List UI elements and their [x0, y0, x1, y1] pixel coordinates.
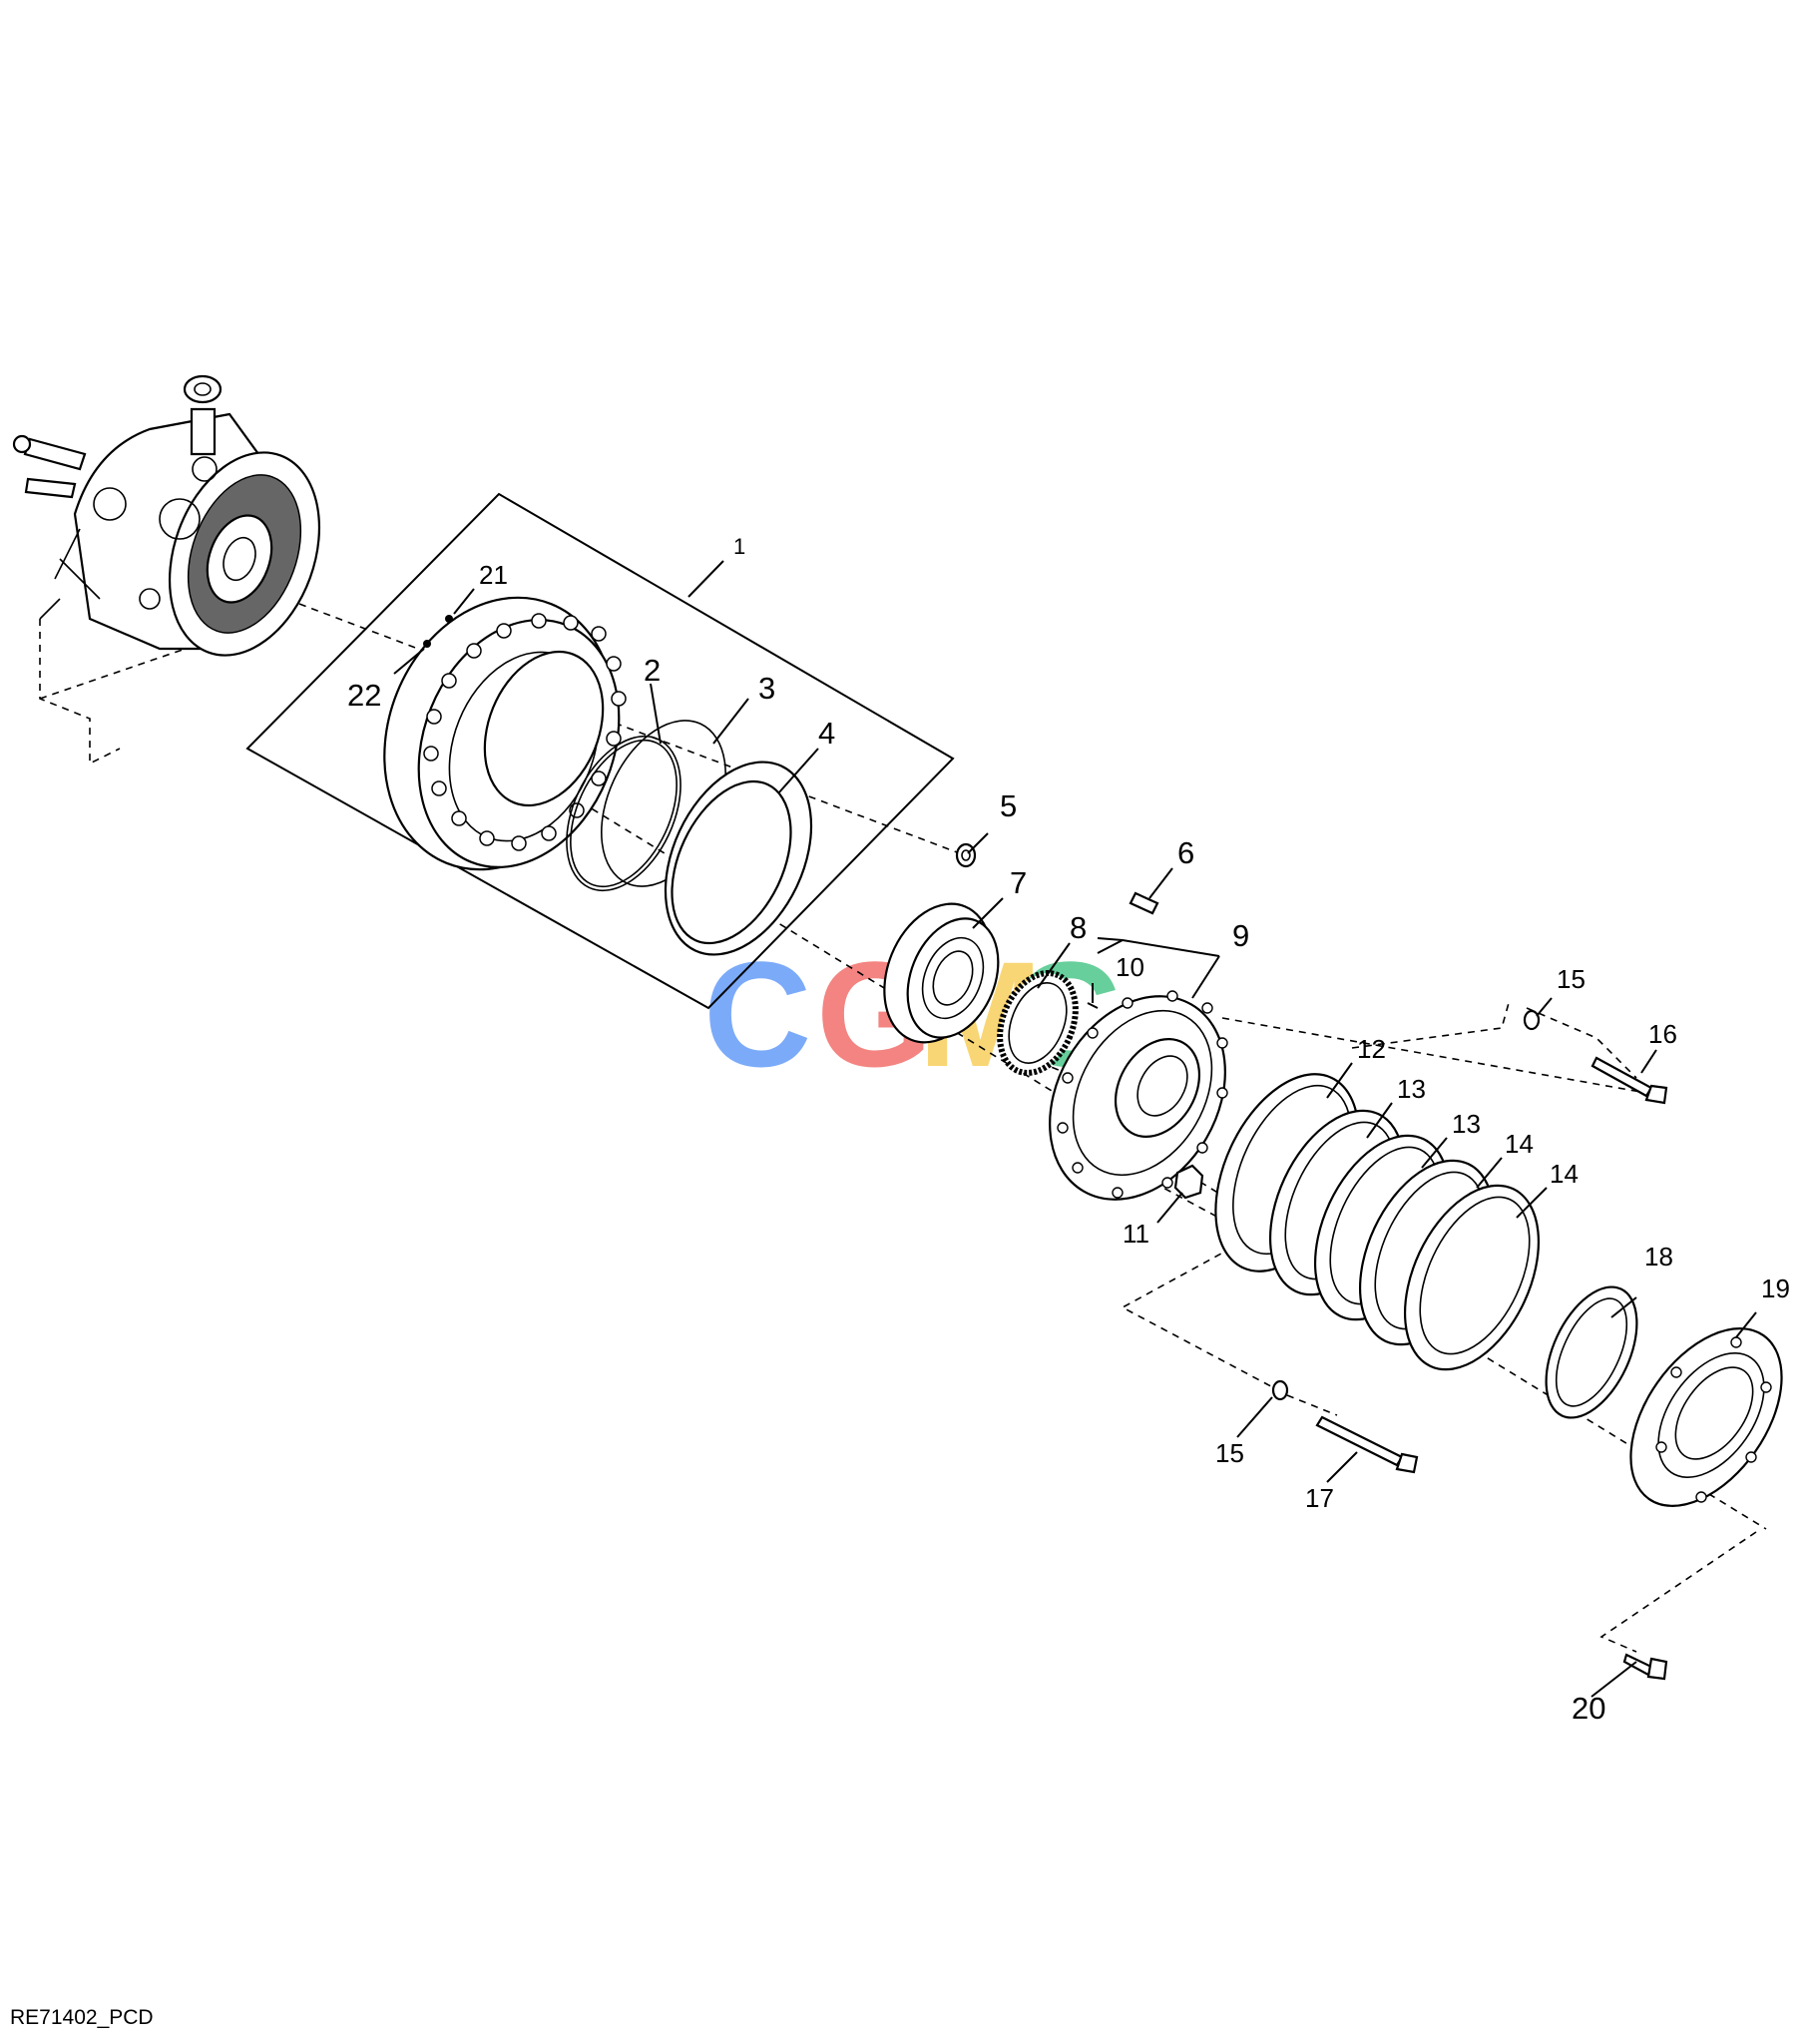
- callout-14a: 14: [1505, 1129, 1534, 1159]
- callout-6: 6: [1177, 835, 1194, 870]
- callout-13a: 13: [1397, 1074, 1426, 1104]
- callout-22: 22: [347, 678, 381, 713]
- callout-15b: 15: [1215, 1438, 1244, 1468]
- part-16-bolt: [1590, 1056, 1668, 1105]
- part-11-nut: [1173, 1164, 1204, 1200]
- part-4-seal-ring: [664, 761, 813, 956]
- callout-16: 16: [1648, 1019, 1677, 1049]
- part-6-pin: [1129, 891, 1159, 915]
- kit-boundary-box: [245, 492, 955, 1010]
- part-20-bolt: [1622, 1653, 1668, 1681]
- callout-3: 3: [758, 671, 775, 706]
- part-7-bearing: [883, 902, 1000, 1044]
- part-1-piston-housing: [383, 596, 627, 871]
- callout-labels: 1 2 3 4 5 6 7 8 9 10 11 12 13 13 14 14 1…: [347, 534, 1790, 1726]
- part-17-bolt: [1315, 1415, 1419, 1474]
- part-2-o-ring: [566, 735, 681, 892]
- callout-9: 9: [1232, 918, 1249, 953]
- callout-13b: 13: [1452, 1109, 1481, 1139]
- callout-4: 4: [818, 716, 835, 751]
- callout-1: 1: [733, 534, 745, 559]
- callout-11: 11: [1123, 1219, 1149, 1249]
- callout-14b: 14: [1550, 1159, 1579, 1189]
- part-14-separator-plate-b: [1403, 1184, 1541, 1371]
- axle-housing-assembly: [12, 374, 321, 766]
- callout-17: 17: [1305, 1483, 1334, 1513]
- callout-5: 5: [1000, 788, 1017, 823]
- part-21-plug: [445, 615, 453, 623]
- callout-20: 20: [1572, 1691, 1605, 1726]
- part-19-end-cover: [1629, 1327, 1783, 1507]
- callout-7: 7: [1010, 865, 1027, 900]
- part-10-pin: [1087, 1002, 1099, 1009]
- part-22-plug: [423, 640, 431, 648]
- callout-8: 8: [1070, 910, 1087, 945]
- part-8-splined-ring: [997, 970, 1079, 1076]
- callout-12: 12: [1357, 1034, 1386, 1064]
- part-9-carrier-plate: [1049, 990, 1228, 1201]
- part-15-washer-upper: [1523, 1009, 1541, 1031]
- leader-lines: [393, 560, 1757, 1698]
- part-18-seal: [1545, 1285, 1638, 1419]
- callout-19: 19: [1761, 1274, 1790, 1303]
- callout-18: 18: [1644, 1242, 1673, 1272]
- callout-21: 21: [479, 560, 508, 590]
- part-15-washer-lower: [1271, 1379, 1289, 1401]
- callout-10: 10: [1116, 952, 1144, 982]
- callout-15a: 15: [1557, 964, 1586, 994]
- drawing-code-label: RE71402_PCD: [10, 2006, 154, 2029]
- callout-2: 2: [644, 653, 661, 688]
